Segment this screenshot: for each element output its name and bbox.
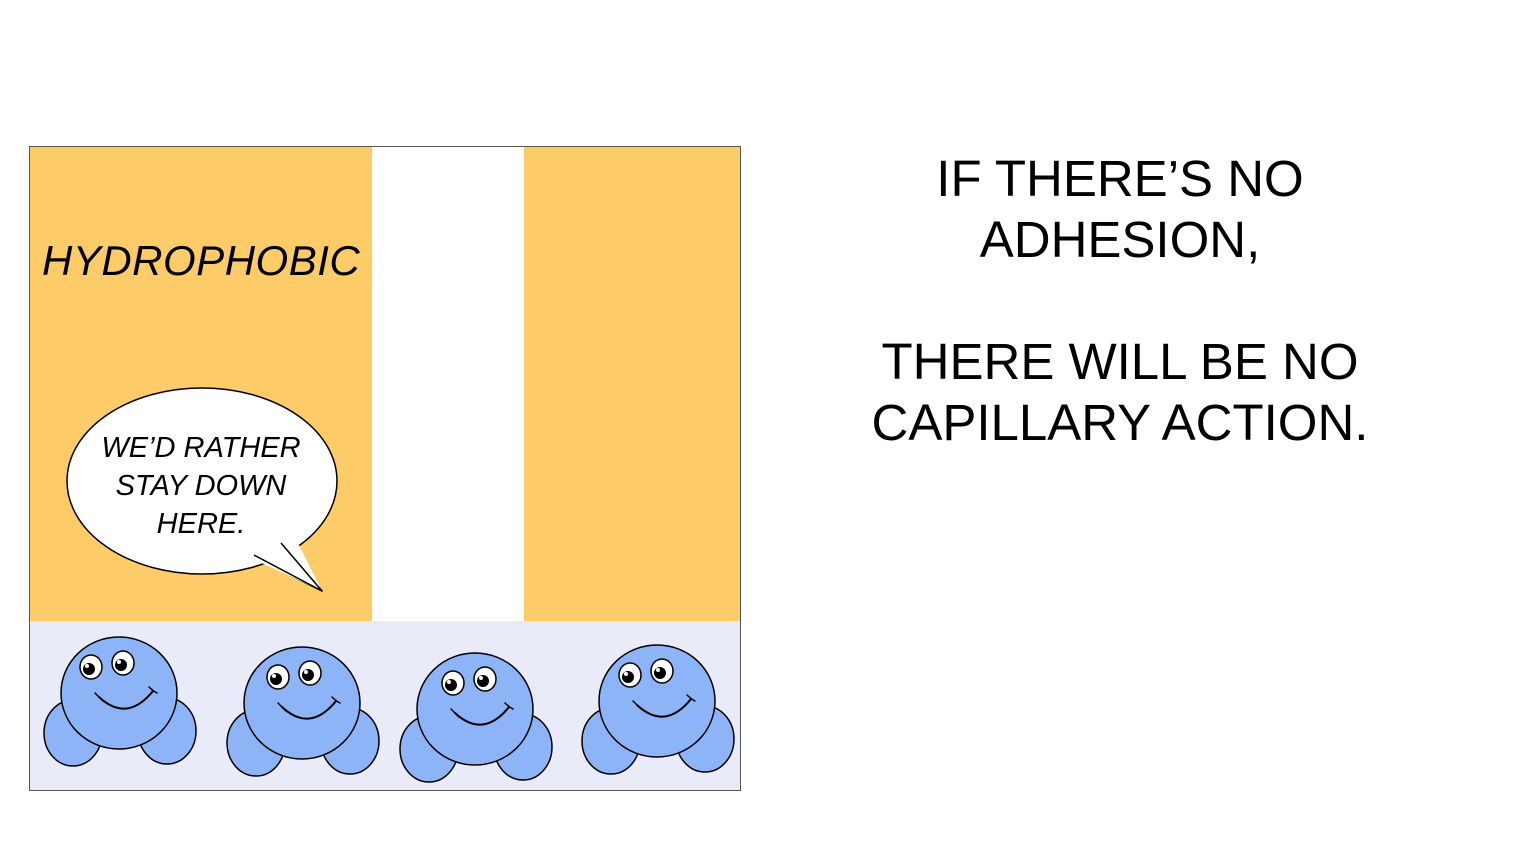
caption-line: IF THERE’S NO xyxy=(936,150,1304,207)
caption-line: ADHESION, xyxy=(979,211,1261,268)
water-molecule xyxy=(43,631,199,786)
speech-line: HERE. xyxy=(156,508,246,540)
diagram-panel: HYDROPHOBIC WE’D RATHER STAY DOWN HERE. xyxy=(29,146,741,791)
hydrophobic-label: HYDROPHOBIC xyxy=(42,237,361,284)
speech-bubble-shape xyxy=(66,387,338,592)
speech-bubble: WE’D RATHER STAY DOWN HERE. xyxy=(64,385,344,599)
speech-line: STAY DOWN xyxy=(115,470,287,502)
caption-spacer xyxy=(820,270,1420,331)
hydrophobic-wall-right xyxy=(524,147,740,623)
water-molecule xyxy=(399,647,555,790)
caption-line: CAPILLARY ACTION. xyxy=(871,394,1369,451)
speech-line: WE’D RATHER xyxy=(101,432,301,464)
speech-bubble-text: WE’D RATHER STAY DOWN HERE. xyxy=(86,429,316,543)
caption-line: THERE WILL BE NO xyxy=(881,333,1359,390)
water-molecule xyxy=(581,639,737,790)
water-molecule xyxy=(226,641,382,790)
caption: IF THERE’S NO ADHESION, THERE WILL BE NO… xyxy=(820,148,1420,453)
